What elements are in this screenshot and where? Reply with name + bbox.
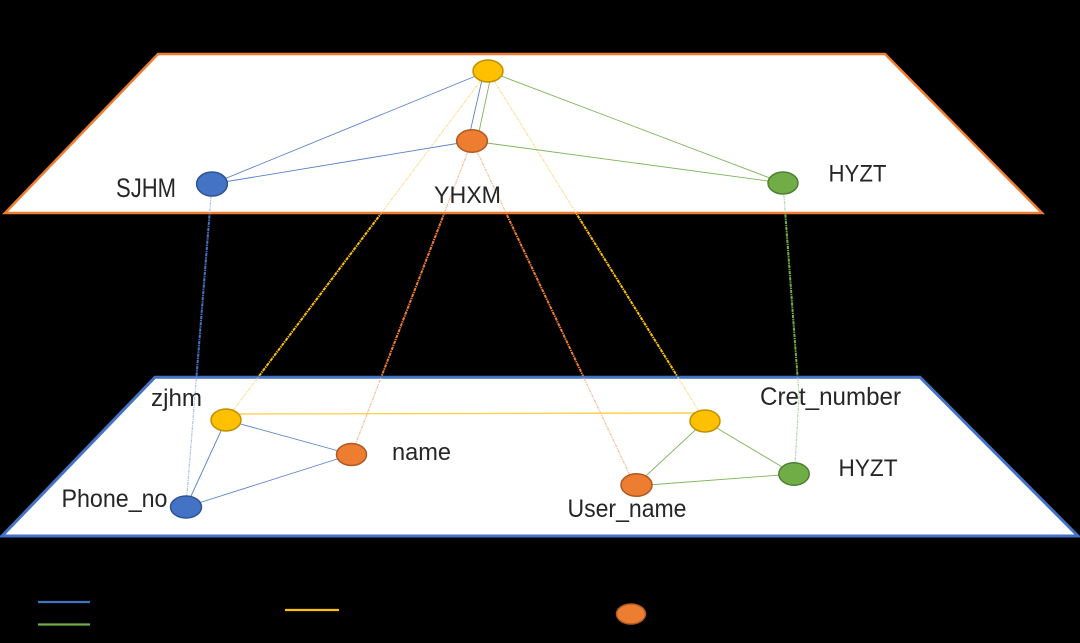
- svg-text:User_name: User_name: [568, 495, 687, 523]
- svg-text:YHXM: YHXM: [434, 182, 501, 209]
- svg-text:SJHM: SJHM: [116, 173, 176, 203]
- svg-text:Cret_number: Cret_number: [760, 383, 901, 411]
- svg-text:Phone_no: Phone_no: [62, 485, 168, 513]
- svg-text:zjhm: zjhm: [151, 385, 202, 412]
- svg-text:name: name: [392, 439, 451, 466]
- svg-text:HYZT: HYZT: [839, 455, 898, 482]
- svg-text:HYZT: HYZT: [829, 161, 887, 188]
